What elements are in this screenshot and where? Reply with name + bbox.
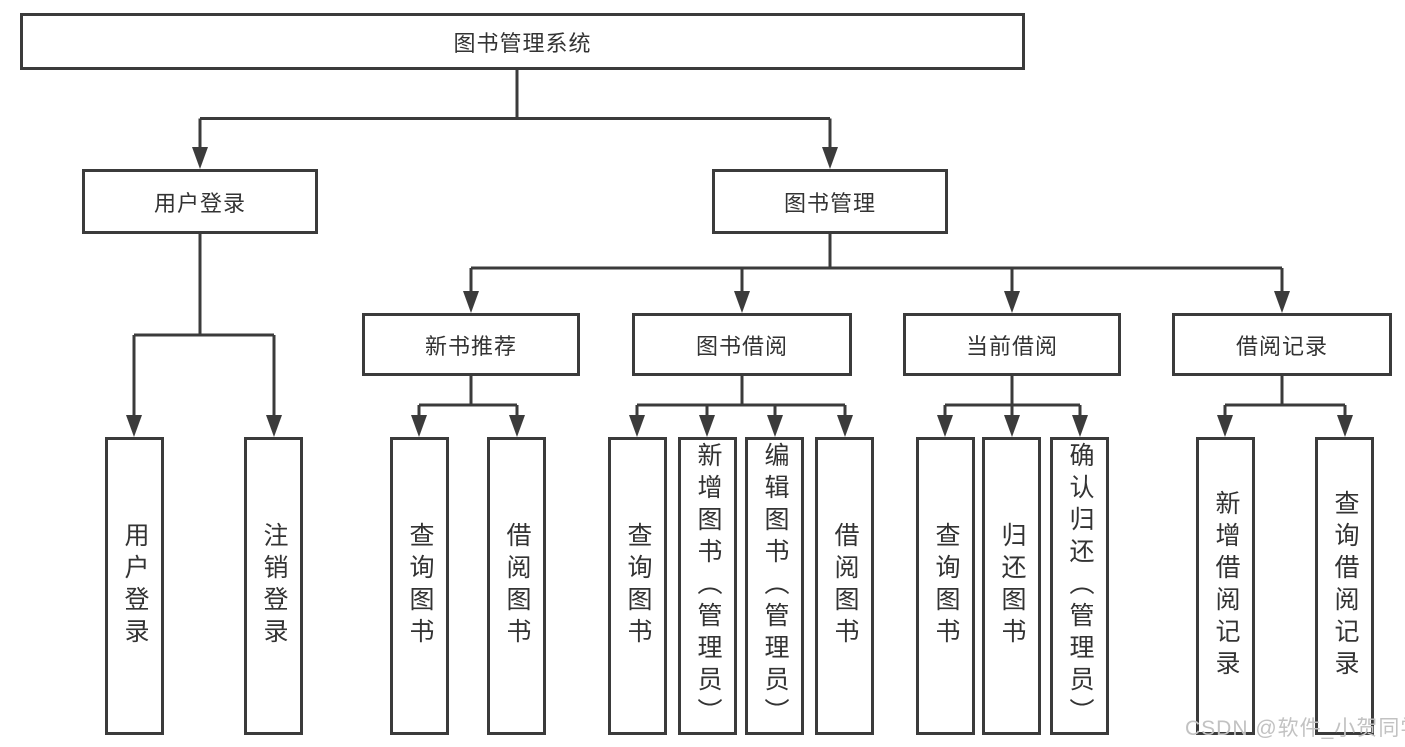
node-book-management: 图书管理 — [712, 169, 948, 234]
node-root: 图书管理系统 — [20, 13, 1025, 70]
leaf-label: 查询借阅记录 — [1331, 490, 1359, 682]
leaf-label: 查询图书 — [624, 522, 652, 650]
leaf-label: 借阅图书 — [831, 522, 859, 650]
leaf-user-login: 用户登录 — [105, 437, 164, 735]
node-new-book-recommendation: 新书推荐 — [362, 313, 580, 376]
leaf-label: 新增借阅记录 — [1212, 490, 1240, 682]
leaf-borrow-books-recommend: 借阅图书 — [487, 437, 546, 735]
leaf-label: 注销登录 — [260, 522, 288, 650]
leaf-query-books-current: 查询图书 — [916, 437, 975, 735]
leaf-query-books-borrowing: 查询图书 — [608, 437, 667, 735]
leaf-query-borrow-record: 查询借阅记录 — [1315, 437, 1374, 735]
leaf-label: 借阅图书 — [503, 522, 531, 650]
node-borrowing-records: 借阅记录 — [1172, 313, 1392, 376]
leaf-add-book-admin: 新增图书（管理员） — [678, 437, 737, 735]
leaf-query-books-recommend: 查询图书 — [390, 437, 449, 735]
leaf-label: 查询图书 — [406, 522, 434, 650]
leaf-label: 归还图书 — [998, 522, 1026, 650]
leaf-label: 确认归还（管理员） — [1066, 442, 1094, 730]
watermark: CSDN @软件_小贺同学 — [1185, 717, 1405, 740]
leaf-label: 编辑图书（管理员） — [761, 442, 789, 730]
leaf-return-books: 归还图书 — [982, 437, 1041, 735]
leaf-confirm-return-admin: 确认归还（管理员） — [1050, 437, 1109, 735]
node-book-borrowing: 图书借阅 — [632, 313, 852, 376]
node-current-borrowing: 当前借阅 — [903, 313, 1121, 376]
leaf-label: 查询图书 — [932, 522, 960, 650]
node-user-login: 用户登录 — [82, 169, 318, 234]
leaf-borrow-books: 借阅图书 — [815, 437, 874, 735]
leaf-add-borrow-record: 新增借阅记录 — [1196, 437, 1255, 735]
leaf-label: 用户登录 — [121, 522, 149, 650]
leaf-edit-book-admin: 编辑图书（管理员） — [745, 437, 804, 735]
leaf-label: 新增图书（管理员） — [694, 442, 722, 730]
leaf-logout: 注销登录 — [244, 437, 303, 735]
